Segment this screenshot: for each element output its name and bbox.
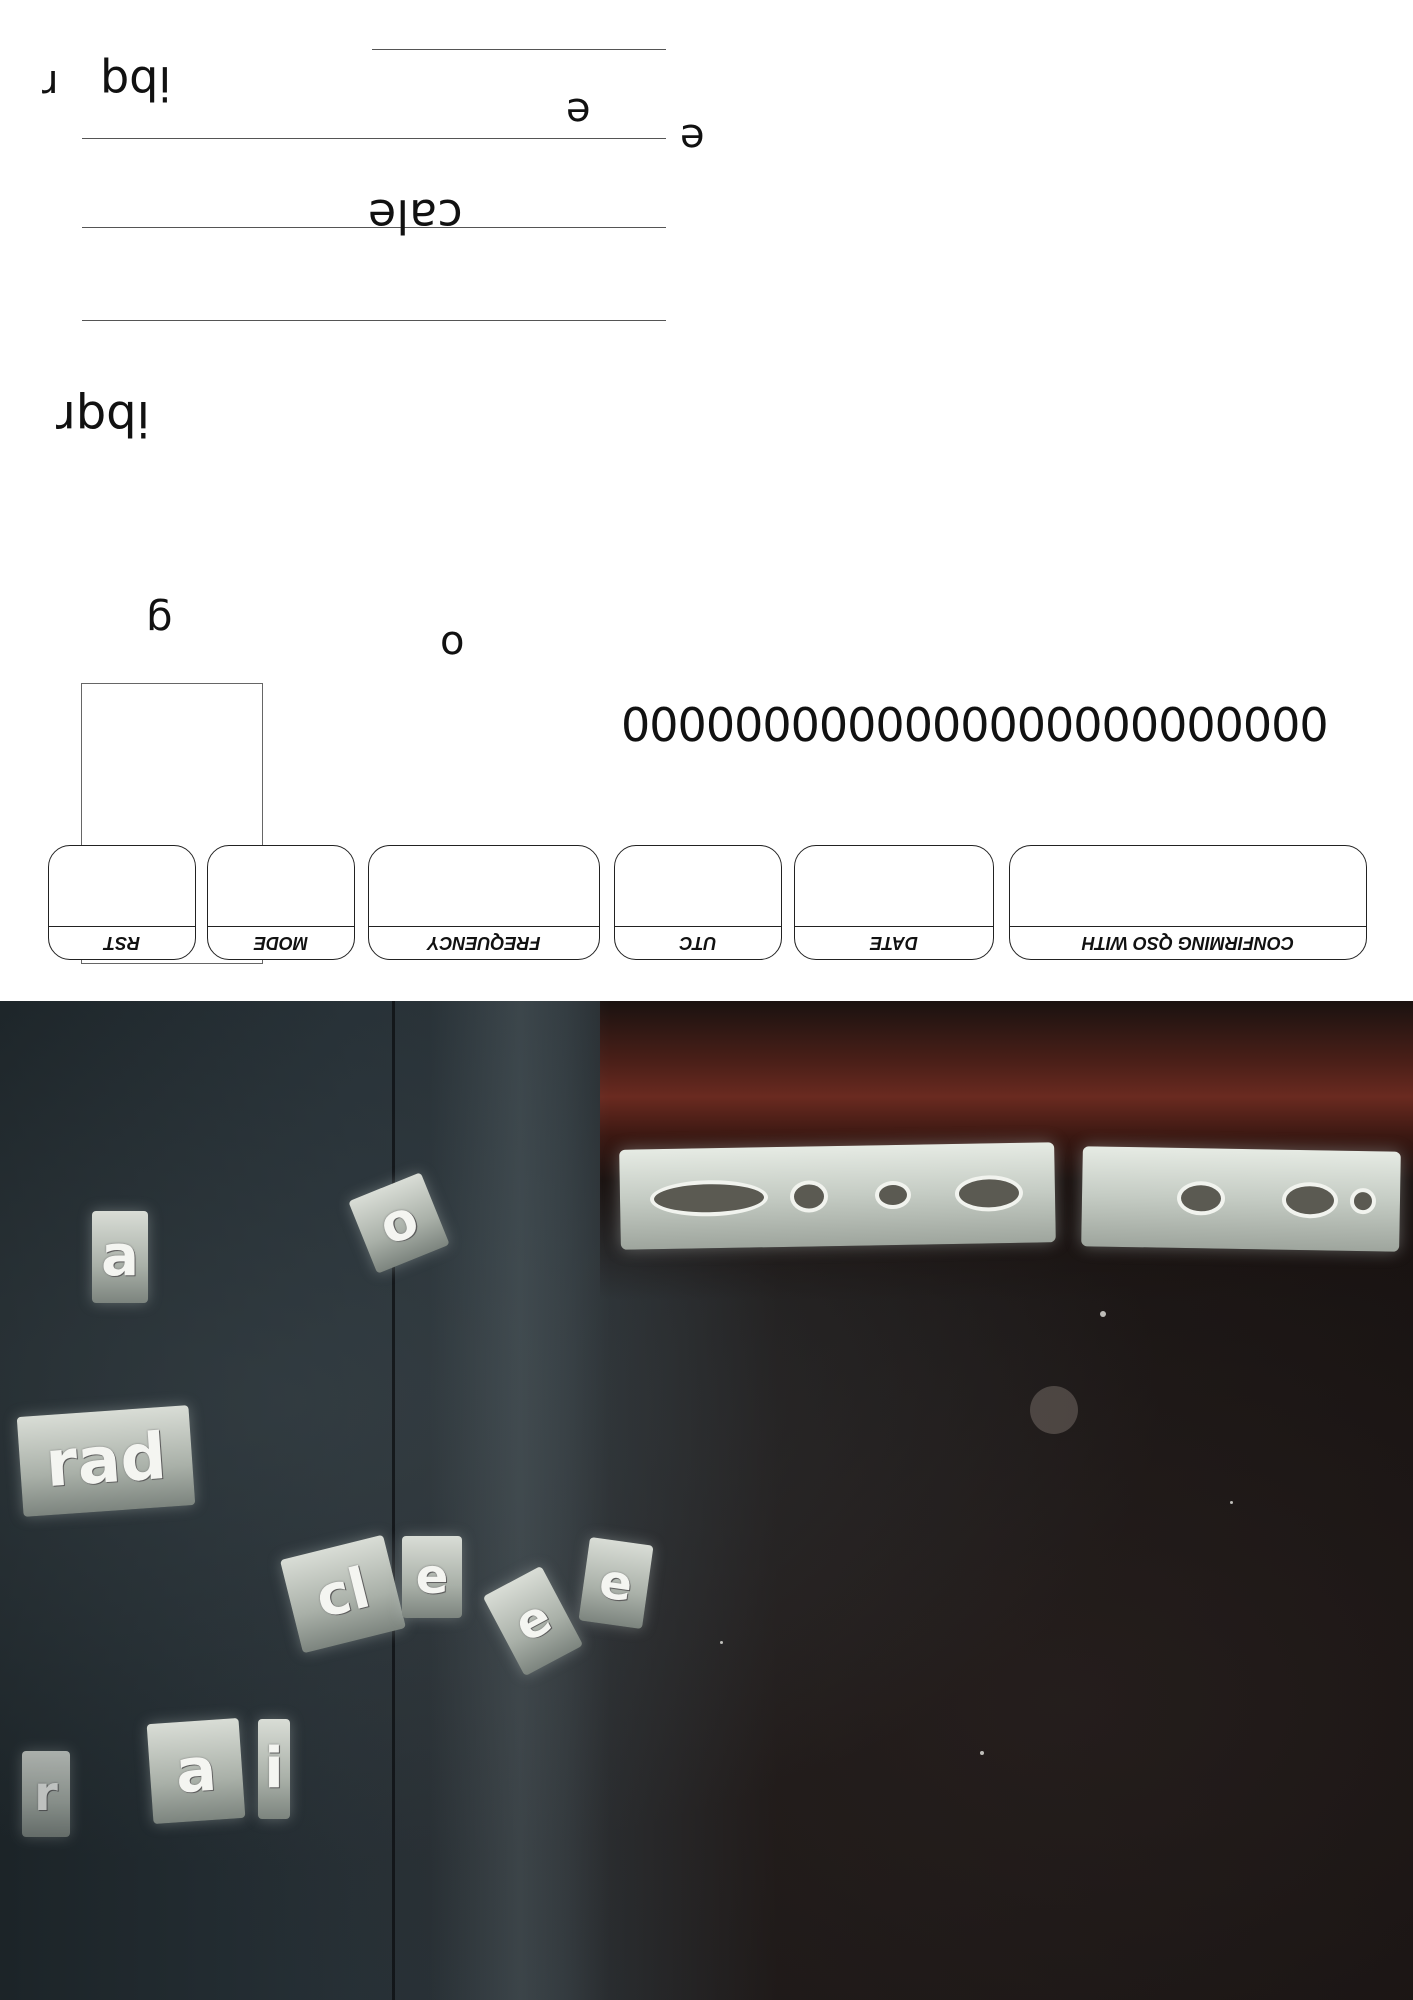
type-letter: rad [16,1405,196,1517]
write-line [372,49,666,50]
o-ring [789,1180,829,1213]
light-streak [430,1001,610,2000]
letter-e: e [680,115,705,161]
write-line [82,227,666,228]
field-label: RST [49,926,195,959]
o-ring [1349,1187,1377,1215]
field-confirming-qso-with[interactable]: CONFIRMING QSO WITH [1009,845,1367,960]
o-ring [1281,1181,1339,1219]
letter-r: r [42,61,59,107]
dust-speck [980,1751,984,1755]
word-cale: cale [368,189,463,243]
letter-ibq: ibq [100,56,172,110]
field-label: MODE [208,926,354,959]
dust-speck [1100,1311,1106,1317]
word-ibqr: ibqr [56,390,151,446]
crease-line [392,1001,395,2000]
write-line [82,320,666,321]
write-line [82,138,666,139]
field-label: UTC [615,926,781,959]
field-label: CONFIRMING QSO WITH [1010,926,1366,959]
field-mode[interactable]: MODE [207,845,355,960]
qsl-card-form: r ibq e e cale ibqr g o 0000000000000000… [42,49,1367,964]
type-letter: e [402,1536,462,1618]
field-label: DATE [795,926,993,959]
o-ring [954,1174,1024,1212]
letter-e: e [566,89,591,135]
letter-o: o [440,622,465,668]
dust-speck [720,1641,723,1644]
type-letter: a [146,1717,246,1825]
letter-g: g [146,597,173,646]
dust-speck [1230,1501,1233,1504]
type-letter: i [258,1719,290,1819]
o-ring [649,1179,769,1218]
field-utc[interactable]: UTC [614,845,782,960]
type-letter: r [22,1751,70,1837]
field-date[interactable]: DATE [794,845,994,960]
field-rst[interactable]: RST [48,845,196,960]
dust-speck [1030,1386,1078,1434]
o-ring [874,1180,912,1210]
type-letter: a [92,1211,148,1303]
metal-type-photo: a o rad cl e e e r a i [0,1001,1413,2000]
field-frequency[interactable]: FREQUENCY [368,845,600,960]
type-letter: cl [279,1534,407,1654]
zero-string: 0000000000000000000000000 [622,696,1329,750]
o-ring [1176,1180,1226,1216]
type-letter: e [578,1536,654,1630]
stamp-box [81,683,263,964]
field-label: FREQUENCY [369,926,599,959]
type-slug [1081,1146,1401,1252]
type-slug [619,1142,1056,1250]
